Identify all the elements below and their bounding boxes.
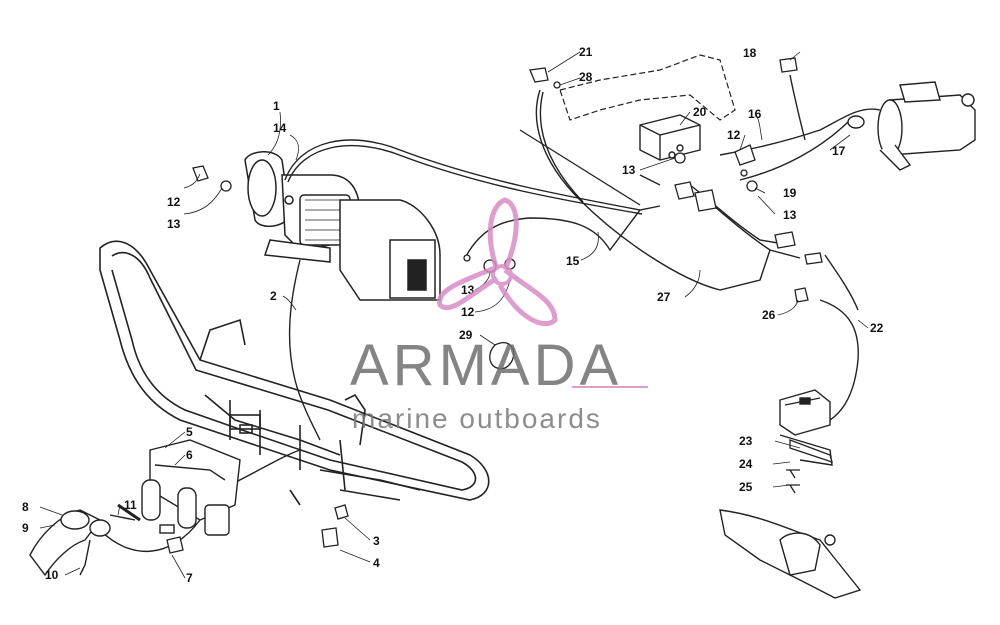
callout-16: 16 [748,107,762,121]
callout-11: 11 [124,498,137,512]
callout-23: 23 [739,434,753,448]
callout-17: 17 [832,144,846,158]
callout-1: 1 [273,99,280,113]
callout-28: 28 [579,70,593,84]
callout-10: 10 [45,568,59,582]
winch-hook-strap[interactable] [29,509,136,577]
callout-5: 5 [186,425,193,439]
callout-26: 26 [762,308,776,322]
callout-numbers: 1 2 3 4 5 6 7 8 9 10 11 12 12 12 13 13 1… [22,45,884,585]
fairlead-mount[interactable] [141,439,241,536]
watermark-title: ARMADA [350,333,622,398]
callout-21: 21 [579,45,593,59]
callout-12-left: 12 [167,195,181,209]
callout-27: 27 [657,290,671,304]
callout-13-contactor: 13 [622,163,636,177]
starter-motor [847,81,976,171]
callout-2: 2 [270,289,277,303]
callout-19: 19 [783,186,797,200]
callout-3: 3 [373,534,380,548]
callout-25: 25 [739,480,753,494]
callout-9: 9 [22,521,29,535]
callout-12-right: 12 [727,128,741,142]
winch-contactor[interactable] [639,114,701,161]
callout-14: 14 [273,121,287,135]
handlebar-switch[interactable] [719,389,862,599]
callout-22: 22 [870,321,884,335]
callout-13-right: 13 [783,208,797,222]
callout-4: 4 [373,556,380,570]
watermark-logo: ARMADA marine outboards [350,197,648,434]
callout-6: 6 [186,448,193,462]
callout-15: 15 [566,254,580,268]
callout-20: 20 [693,105,707,119]
callout-18: 18 [743,46,757,60]
callout-7: 7 [186,571,193,585]
callout-8: 8 [22,500,29,514]
callout-12-center: 12 [461,305,475,319]
contactor-bracket [559,54,736,121]
winch-assembly[interactable]: Warn [244,151,441,301]
callout-labels [39,51,869,579]
callout-24: 24 [739,457,753,471]
callout-13-left: 13 [167,217,181,231]
watermark-subtitle: marine outboards [352,403,602,434]
callout-29: 29 [459,328,473,342]
